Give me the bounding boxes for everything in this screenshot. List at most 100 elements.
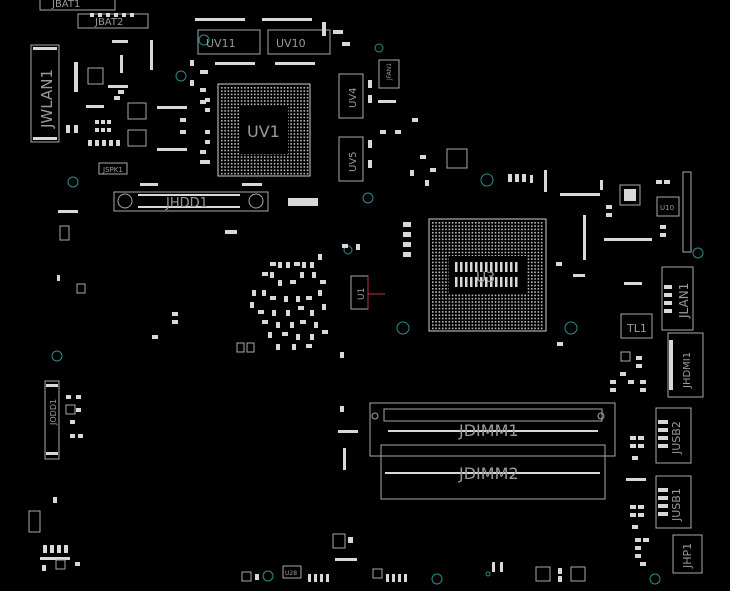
bga-ball (263, 103, 266, 106)
bga-ball (534, 307, 536, 310)
bga-ball (511, 307, 513, 310)
bga-ball (293, 93, 296, 96)
bga-ball (488, 304, 490, 307)
jbat1-connector: JBAT1 (39, 0, 116, 11)
bga-ball (270, 96, 273, 99)
bga-ball (296, 96, 299, 99)
bga-ball (254, 100, 256, 102)
bga-ball (432, 327, 434, 330)
bga-ball (531, 258, 533, 260)
die-pad (515, 262, 518, 272)
bga-ball (293, 149, 296, 152)
jodd1-connector: JODD1 (44, 380, 83, 460)
bga-ball (498, 238, 500, 241)
bga-ball (260, 103, 263, 106)
bga-ball (227, 90, 230, 92)
bga-ball (224, 96, 226, 99)
bga-ball (306, 159, 309, 162)
bga-ball (534, 291, 536, 293)
bga-ball (507, 324, 510, 326)
bga-ball (290, 100, 292, 102)
bga-ball (491, 324, 493, 326)
bga-ball (435, 235, 437, 237)
bga-ball (540, 321, 543, 323)
bga-ball (465, 327, 467, 330)
bga-ball (504, 314, 507, 316)
bga-ball (303, 139, 306, 142)
bga-ball (306, 162, 309, 165)
bga-ball (465, 255, 467, 257)
bga-ball (537, 222, 540, 224)
bga-ball (521, 297, 523, 300)
bga-ball (521, 307, 523, 310)
bga-ball (221, 159, 223, 162)
bga-ball (501, 255, 503, 257)
bga-ball (277, 87, 279, 89)
bga-ball (306, 149, 309, 152)
bga-ball (451, 255, 454, 257)
bga-ball (461, 304, 464, 307)
bga-ball (240, 162, 243, 165)
bga-ball (227, 172, 230, 175)
bga-ball (540, 294, 543, 297)
bga-ball (531, 264, 533, 267)
jfan1-label: JFAN1 (386, 63, 393, 81)
bga-ball (511, 225, 513, 227)
bga-ball (441, 264, 444, 267)
bga-ball (224, 103, 226, 106)
bga-ball (524, 321, 526, 323)
bga-ball (484, 251, 487, 254)
bga-ball (221, 136, 223, 139)
bga-ball (441, 228, 444, 231)
bga-ball (465, 311, 467, 313)
bga-ball (488, 321, 490, 323)
bga-ball (247, 103, 249, 106)
bga-ball (524, 297, 526, 300)
bga-ball (511, 222, 513, 224)
bga-ball (461, 251, 464, 254)
bga-ball (498, 324, 500, 326)
bga-ball (300, 139, 302, 142)
bga-ball (224, 146, 226, 148)
bga-ball (277, 169, 279, 172)
bga-ball (531, 288, 533, 290)
bga-ball (267, 166, 269, 168)
bga-ball (474, 225, 477, 227)
bga-ball (445, 222, 447, 224)
bga-ball (527, 264, 530, 267)
bga-ball (458, 321, 460, 323)
bga-ball (488, 248, 490, 250)
bga-ball (254, 103, 256, 106)
bga-ball (306, 93, 309, 96)
bga-ball (481, 251, 484, 254)
bga-ball (435, 324, 437, 326)
bga-ball (250, 156, 253, 158)
bga-ball (260, 87, 263, 89)
bga-ball (517, 255, 520, 257)
passive-component (258, 310, 264, 314)
bga-ball (527, 327, 530, 330)
bga-ball (441, 297, 444, 300)
bga-ball (458, 304, 460, 307)
passive-component (318, 254, 322, 260)
bga-ball (455, 294, 457, 297)
bga-ball (527, 317, 530, 320)
bga-ball (303, 110, 306, 112)
bga-ball (237, 156, 240, 158)
bga-ball (465, 307, 467, 310)
bga-ball (445, 225, 447, 227)
u3-label: U3 (476, 270, 495, 286)
bga-ball (501, 231, 503, 234)
bga-ball (474, 311, 477, 313)
bga-ball (521, 324, 523, 326)
bga-ball (540, 314, 543, 316)
bga-ball (537, 261, 540, 264)
bga-ball (451, 228, 454, 231)
bga-ball (478, 231, 480, 234)
bga-ball (240, 103, 243, 106)
bga-ball (521, 225, 523, 227)
bga-ball (448, 321, 451, 323)
bga-ball (438, 327, 441, 330)
bga-ball (534, 231, 536, 234)
bga-ball (527, 238, 530, 241)
